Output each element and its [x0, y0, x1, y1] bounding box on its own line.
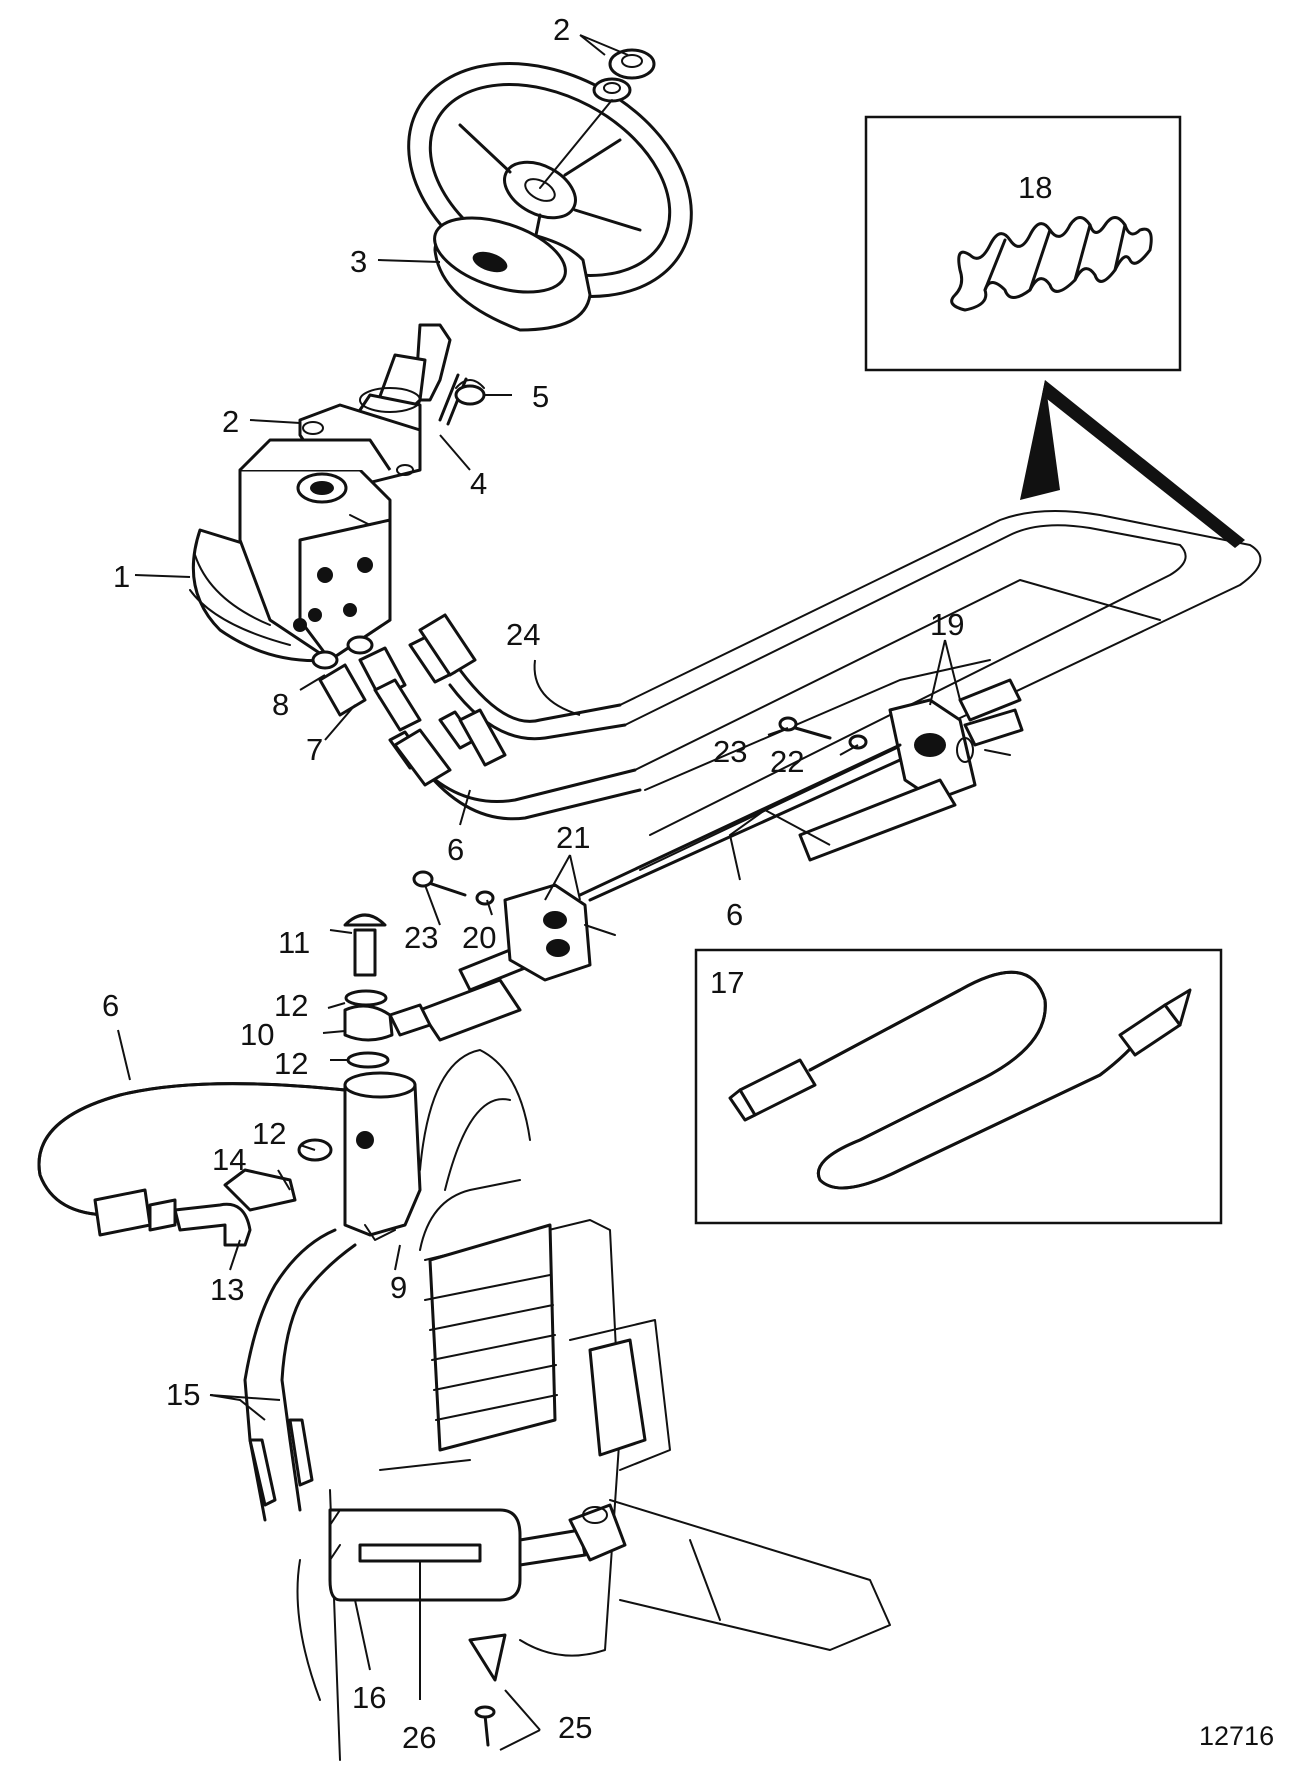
hose-fittings — [311, 633, 477, 770]
callout-21-clamp: 21 — [556, 820, 590, 855]
screw-washer-upper — [778, 716, 868, 750]
callout-14-fitting: 14 — [212, 1142, 246, 1177]
callout-23-screw-lower: 23 — [404, 920, 438, 955]
callout-22-washer: 22 — [770, 744, 804, 779]
callout-9-valve-block: 9 — [390, 1270, 407, 1305]
screw-clip — [468, 1633, 507, 1747]
callout-3-hub: 3 — [350, 244, 367, 279]
hose-routing-outline — [619, 380, 1262, 871]
callout-19-clamp: 19 — [930, 607, 964, 642]
callout-2-flange: 2 — [222, 404, 239, 439]
callout-11-banjo-bolt: 11 — [278, 925, 310, 960]
bolt-and-nut — [438, 373, 486, 426]
callout-17-hose-kit: 17 — [710, 965, 744, 1000]
hose-clamp-upper — [888, 678, 1024, 802]
callout-25-screw: 25 — [558, 1710, 592, 1745]
callout-24-hose: 24 — [506, 617, 540, 652]
inset-hose-panel — [694, 948, 1223, 1225]
callout-16-cylinder: 16 — [352, 1680, 386, 1715]
steering-cylinder — [328, 1503, 627, 1602]
helm-pump — [189, 438, 392, 663]
callout-15-hoses: 15 — [166, 1377, 200, 1412]
callout-26-cylinder-rod: 26 — [402, 1720, 436, 1755]
callout-23-screw-upper: 23 — [713, 734, 747, 769]
callout-4-bolt: 4 — [470, 466, 487, 501]
screw-washer-lower — [412, 870, 495, 906]
callout-10-banjo: 10 — [240, 1017, 274, 1052]
callout-6-hose-upper: 6 — [447, 832, 464, 867]
helm-hoses — [393, 613, 642, 821]
callout-6-hose-middle: 6 — [726, 897, 743, 932]
leader-lines — [117, 34, 961, 1751]
callout-13-elbow: 13 — [210, 1272, 244, 1307]
callout-12-seal-upper: 12 — [274, 988, 308, 1023]
callout-5-nut: 5 — [532, 379, 549, 414]
callout-labels: 2 3 2 5 4 1 8 7 24 6 21 23 22 19 18 23 2… — [102, 12, 1052, 1755]
callout-20-washer: 20 — [462, 920, 496, 955]
hub-spacer — [433, 216, 592, 332]
callout-12-seal-lower: 12 — [274, 1046, 308, 1081]
figure-reference-number: 12716 — [1199, 1721, 1274, 1751]
drive-unit — [296, 1049, 891, 1761]
elbow-fitting — [173, 1138, 333, 1247]
callout-1-helm-pump: 1 — [113, 559, 130, 594]
cylinder-hoses — [243, 1228, 357, 1522]
callout-8-fitting: 8 — [272, 687, 289, 722]
callout-6-hose-lower: 6 — [102, 988, 119, 1023]
inset-coil-panel — [864, 115, 1182, 372]
valve-block — [343, 913, 432, 1241]
callout-12-seal-side: 12 — [252, 1116, 286, 1151]
callout-2-nut: 2 — [553, 12, 570, 47]
callout-18-coil: 18 — [1018, 170, 1052, 205]
hose-clamp-lower — [503, 883, 616, 982]
nut-washer — [539, 48, 656, 189]
callout-7-fitting: 7 — [306, 732, 323, 767]
hose-loop-left — [37, 1082, 347, 1237]
